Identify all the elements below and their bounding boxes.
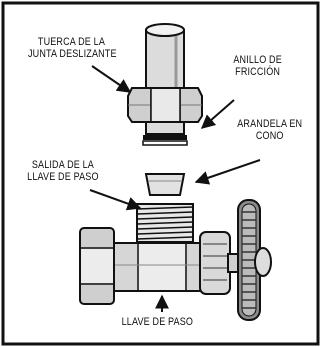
valve-body	[113, 242, 211, 292]
label-slip-joint-nut-line1: TUERCA DE LA	[37, 36, 106, 48]
label-friction-ring-line1: ANILLO DE	[233, 54, 282, 66]
inlet-compression-nut	[79, 227, 115, 305]
label-cone-washer-line2: CONO	[255, 130, 284, 142]
pipe-stub	[145, 121, 185, 135]
label-cone-washer-line1: ARANDELA EN	[237, 118, 303, 130]
label-friction-ring: ANILLO DE FRICCIÓN	[224, 54, 291, 78]
valve-handle	[237, 199, 272, 321]
label-shutoff-valve: LLAVE DE PASO	[121, 316, 194, 328]
arrow-nut	[91, 65, 132, 93]
friction-ring	[142, 135, 188, 146]
arrow-friction-ring	[200, 99, 235, 129]
slip-joint-nut	[127, 87, 203, 123]
label-valve-outlet-line1: SALIDA DE LA	[31, 159, 94, 171]
label-cone-washer: ARANDELA EN CONO	[232, 118, 307, 142]
label-slip-joint-nut: TUERCA DE LA JUNTA DESLIZANTE	[28, 36, 117, 60]
label-friction-ring-line2: FRICCIÓN	[235, 66, 281, 78]
leader-arrows	[89, 65, 261, 312]
valve-stem	[199, 231, 241, 295]
label-valve-outlet: SALIDA DE LA LLAVE DE PASO	[26, 159, 100, 183]
arrow-valve-outlet	[89, 189, 142, 211]
supply-pipe	[145, 23, 185, 93]
label-slip-joint-nut-line2: JUNTA DESLIZANTE	[28, 48, 117, 60]
arrow-cone-washer	[194, 159, 261, 185]
cone-washer	[144, 173, 186, 196]
valve-outlet-threads	[136, 203, 194, 243]
label-valve-outlet-line2: LLAVE DE PASO	[27, 171, 99, 183]
